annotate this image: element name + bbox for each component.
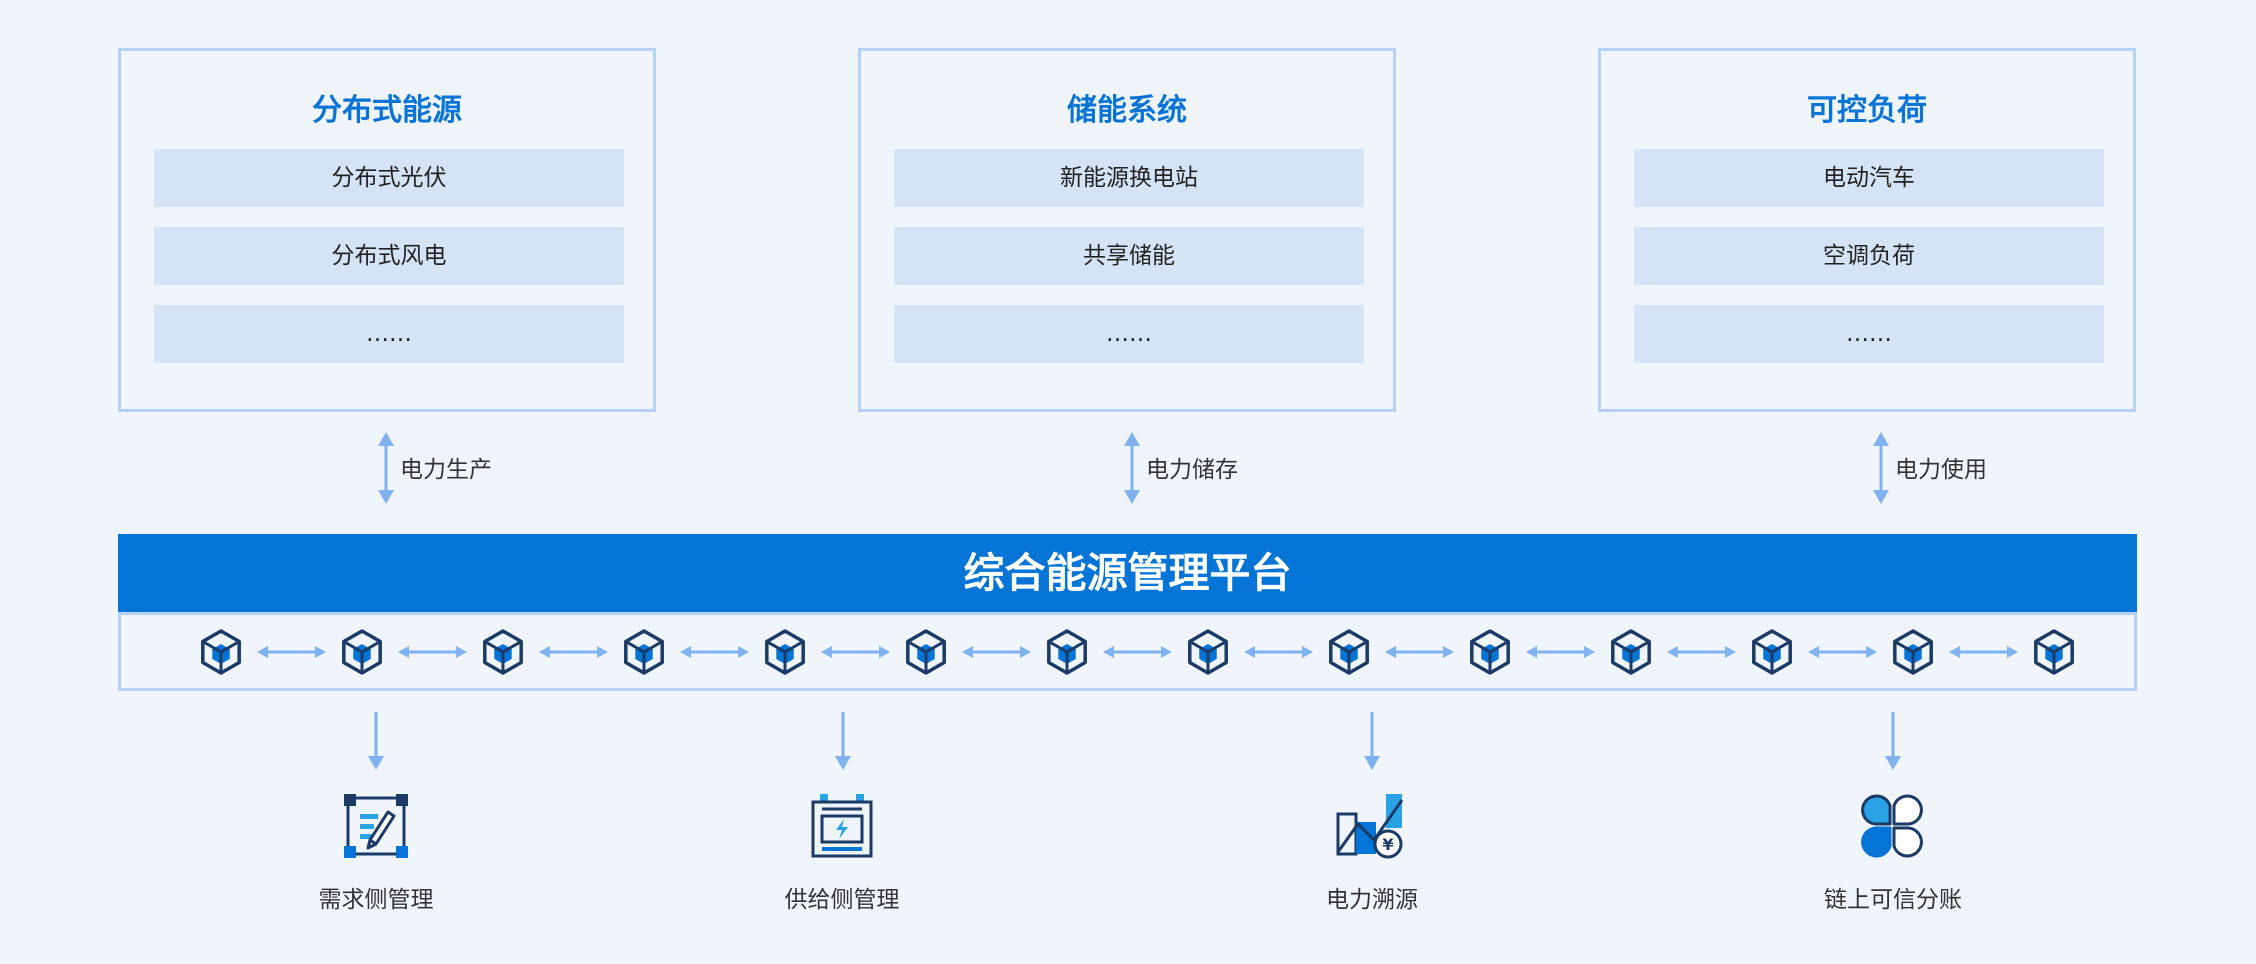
box-item: 新能源换电站 bbox=[894, 149, 1364, 207]
block-node-icon bbox=[1047, 629, 1087, 675]
petals-icon bbox=[1861, 794, 1923, 858]
link-arrow-icon bbox=[539, 646, 608, 658]
bidirectional-arrow-icon bbox=[1124, 432, 1140, 504]
link-arrow-icon bbox=[680, 646, 749, 658]
link-arrow-icon bbox=[821, 646, 890, 658]
bidirectional-arrow-icon bbox=[1873, 432, 1889, 504]
block-node-icon bbox=[1893, 629, 1933, 675]
block-node-icon bbox=[906, 629, 946, 675]
energy-storage-box: 储能系统 新能源换电站 共享储能 …… bbox=[858, 48, 1396, 412]
down-arrow-icon bbox=[368, 712, 384, 770]
box-item: …… bbox=[894, 305, 1364, 363]
link-arrow-icon bbox=[1385, 646, 1454, 658]
link-arrow-icon bbox=[962, 646, 1031, 658]
box-item: 共享储能 bbox=[894, 227, 1364, 285]
block-node-icon bbox=[201, 629, 241, 675]
edit-document-icon bbox=[344, 794, 408, 858]
block-node-icon bbox=[1188, 629, 1228, 675]
link-arrow-icon bbox=[1244, 646, 1313, 658]
box-item: 电动汽车 bbox=[1634, 149, 2104, 207]
link-arrow-icon bbox=[257, 646, 326, 658]
box-item: 空调负荷 bbox=[1634, 227, 2104, 285]
down-arrow-icon bbox=[1885, 712, 1901, 770]
block-node-icon bbox=[624, 629, 664, 675]
link-arrow-icon bbox=[1667, 646, 1736, 658]
block-node-icon bbox=[483, 629, 523, 675]
block-node-icon bbox=[342, 629, 382, 675]
battery-monitor-icon bbox=[811, 794, 873, 858]
box-title: 可控负荷 bbox=[1807, 93, 1927, 128]
block-node-icon bbox=[1329, 629, 1369, 675]
svg-text:¥: ¥ bbox=[1382, 835, 1393, 854]
flow-label: 电力储存 bbox=[1146, 457, 1238, 483]
block-node-icon bbox=[1752, 629, 1792, 675]
link-arrow-icon bbox=[1526, 646, 1595, 658]
controllable-load-box: 可控负荷 电动汽车 空调负荷 …… bbox=[1598, 48, 2136, 412]
blockchain-nodes bbox=[201, 629, 2074, 675]
feature-label-ledger: 链上可信分账 bbox=[1824, 887, 1962, 913]
box-item: …… bbox=[154, 305, 624, 363]
chart-yuan-icon: ¥ bbox=[1336, 794, 1404, 859]
feature-label-supply-side: 供给侧管理 bbox=[784, 887, 900, 913]
link-arrow-icon bbox=[1808, 646, 1877, 658]
bidirectional-arrow-icon bbox=[378, 432, 394, 504]
box-title: 储能系统 bbox=[1067, 93, 1187, 128]
link-arrow-icon bbox=[398, 646, 467, 658]
block-node-icon bbox=[2034, 629, 2074, 675]
link-arrow-icon bbox=[1949, 646, 2018, 658]
flow-label: 电力生产 bbox=[400, 457, 492, 483]
feature-label-traceability: 电力溯源 bbox=[1326, 887, 1418, 913]
block-node-icon bbox=[1611, 629, 1651, 675]
box-item: 分布式光伏 bbox=[154, 149, 624, 207]
distributed-energy-box: 分布式能源 分布式光伏 分布式风电 …… bbox=[118, 48, 656, 412]
block-node-icon bbox=[765, 629, 805, 675]
box-title: 分布式能源 bbox=[312, 93, 462, 128]
box-item: …… bbox=[1634, 305, 2104, 363]
blockchain-strip bbox=[118, 612, 2137, 691]
box-item: 分布式风电 bbox=[154, 227, 624, 285]
down-arrow-icon bbox=[835, 712, 851, 770]
feature-label-demand-side: 需求侧管理 bbox=[318, 887, 434, 913]
platform-title: 综合能源管理平台 bbox=[118, 534, 2137, 612]
down-arrow-icon bbox=[1364, 712, 1380, 770]
flow-label: 电力使用 bbox=[1895, 457, 1987, 483]
link-arrow-icon bbox=[1103, 646, 1172, 658]
block-node-icon bbox=[1470, 629, 1510, 675]
